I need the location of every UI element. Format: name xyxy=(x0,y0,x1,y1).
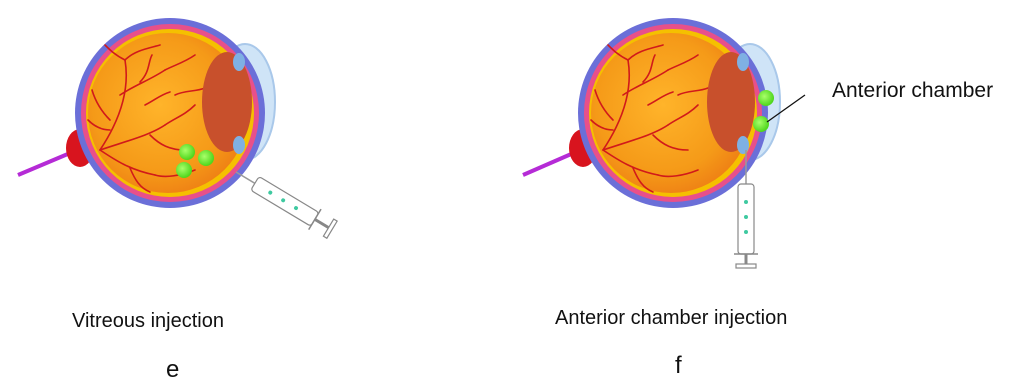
lens xyxy=(202,52,252,152)
panel-letter-e: e xyxy=(166,356,179,384)
caption-vitreous-injection: Vitreous injection xyxy=(72,310,224,333)
label-anterior-chamber: Anterior chamber xyxy=(832,79,993,103)
drug-particle-icon xyxy=(753,116,769,132)
panel-vitreous-injection: Vitreous injection e xyxy=(0,0,500,383)
panel-letter-f: f xyxy=(675,352,682,380)
caption-anterior-chamber-injection: Anterior chamber injection xyxy=(555,307,787,330)
ciliary-body-bottom xyxy=(233,136,245,154)
drug-particle-icon xyxy=(758,90,774,106)
eye-diagram xyxy=(505,0,1024,300)
ciliary-body-top xyxy=(233,53,245,71)
ciliary-body-bottom xyxy=(737,136,749,154)
drug-particle-icon xyxy=(179,144,195,160)
drug-particle-icon xyxy=(176,162,192,178)
panel-anterior-chamber-injection: Anterior chamber Anterior chamber inject… xyxy=(505,0,1024,383)
eye-diagram xyxy=(0,0,500,300)
ciliary-body-top xyxy=(737,53,749,71)
syringe-icon xyxy=(230,162,338,240)
drug-particle-icon xyxy=(198,150,214,166)
